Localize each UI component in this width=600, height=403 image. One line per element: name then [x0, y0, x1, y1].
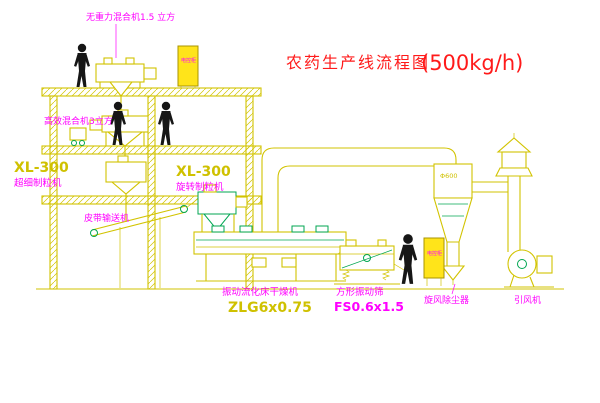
gravity-free-mixer	[95, 24, 157, 110]
connecting-duct	[472, 181, 508, 193]
label-dryer: 振动流化床干燥机	[222, 286, 299, 298]
mid-deck-beam	[41, 145, 262, 155]
label-granulator-left: 超细制粒机	[14, 177, 62, 189]
worker-figure-4	[398, 234, 418, 284]
label-cyclone: 旋风除尘器	[424, 294, 469, 306]
exhaust-stack	[495, 133, 533, 252]
control-cabinet-top: 电控柜	[177, 45, 199, 88]
label-granulator-center: 旋转制粒机	[176, 181, 224, 193]
model-sieve: FS0.6x1.5	[334, 299, 404, 314]
model-dryer: ZLG6x0.75	[228, 300, 312, 316]
cabinet-bottom-label: 电控柜	[427, 250, 442, 257]
label-belt-conveyor: 皮带输送机	[84, 212, 129, 224]
worker-figure-1	[74, 43, 90, 87]
label-sieve: 方形振动筛	[336, 286, 384, 298]
stack-cap-cone	[496, 137, 532, 153]
induced-draft-fan	[504, 249, 554, 288]
worker-figure-3	[158, 101, 174, 145]
model-granulator-left: XL-300	[14, 160, 69, 176]
small-machine	[69, 127, 87, 146]
low-deck-beam	[41, 195, 262, 205]
control-cabinet-bottom: 电控柜	[423, 237, 445, 286]
diagram-title-capacity: (500kg/h)	[421, 51, 523, 75]
cabinet-top-label: 电控柜	[181, 57, 196, 64]
leader-line	[451, 283, 456, 295]
granulator-center	[197, 184, 248, 232]
label-gravity-mixer: 无重力混合机1.5 立方	[86, 11, 175, 23]
diagram-title: 农药生产线流程图	[286, 53, 430, 72]
vibrating-sieve	[334, 239, 405, 285]
granulator-left	[105, 155, 147, 222]
cyclone-dimension: Φ600	[440, 172, 458, 180]
label-fan: 引风机	[514, 294, 541, 306]
top-deck-beam	[41, 87, 262, 97]
label-high-efficiency-mixer: 高效混合机3立方	[44, 115, 113, 127]
exhaust-duct	[261, 147, 457, 232]
cyclone-separator: Φ600	[433, 163, 473, 295]
model-granulator-center: XL-300	[176, 164, 231, 180]
building-structure	[41, 87, 262, 290]
fluid-bed-dryer	[193, 225, 347, 282]
